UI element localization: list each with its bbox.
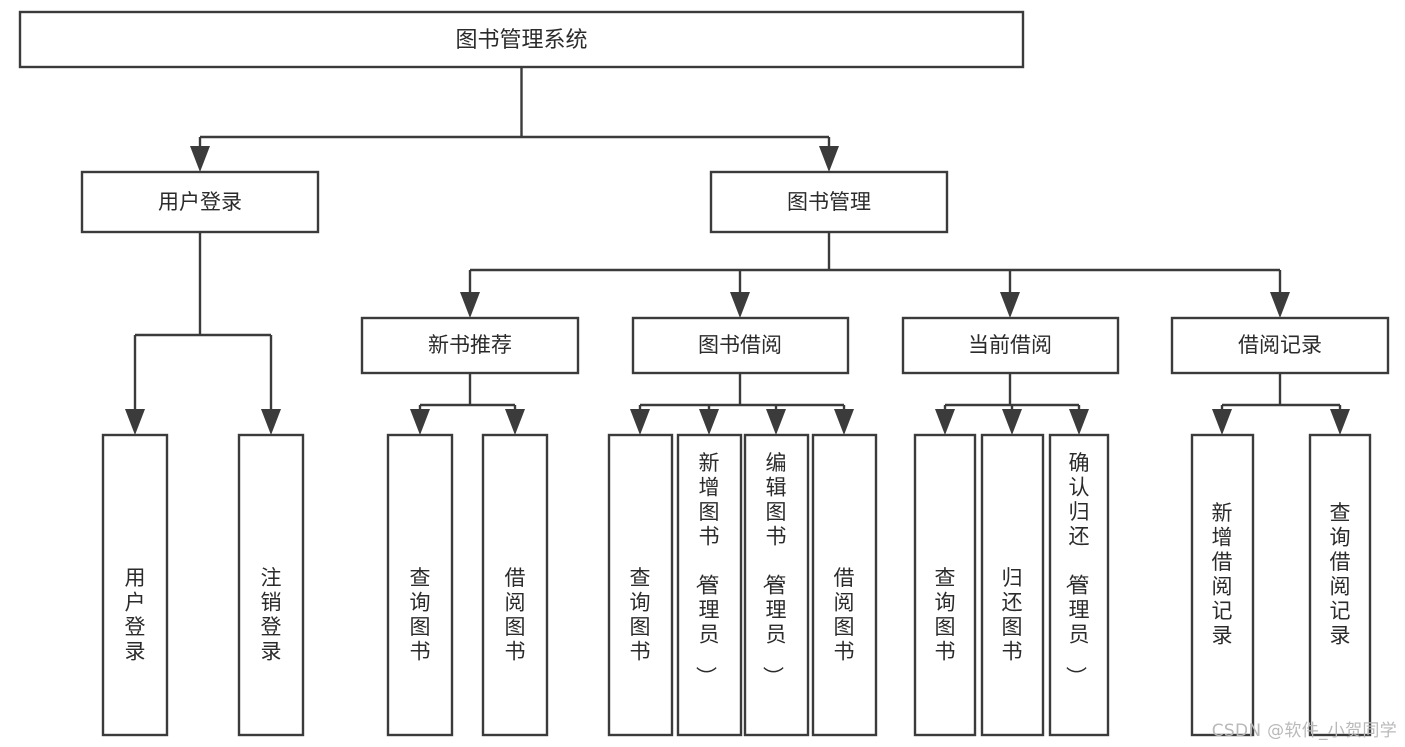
node-leaf-confirm-return-label: 确认归还（管理员）	[1064, 451, 1090, 687]
node-leaf-query-borrow-record[interactable]: 查询借阅记录	[1308, 433, 1372, 737]
node-new-book-recommend[interactable]: 新书推荐	[360, 316, 580, 375]
arrow-to-leaf-add-book	[699, 409, 719, 435]
node-leaf-confirm-return[interactable]: 确认归还（管理员）	[1048, 433, 1110, 737]
arrow-root-to-book-management	[819, 146, 839, 172]
node-leaf-borrow-book[interactable]: 借阅图书	[811, 433, 878, 737]
node-leaf-query-book-borrow[interactable]: 查询图书	[607, 433, 674, 737]
csdn-watermark: CSDN @软件_小贺同学	[1211, 721, 1397, 741]
node-leaf-borrow-book-box[interactable]	[811, 433, 878, 737]
node-leaf-add-book[interactable]: 新增图书（管理员）	[676, 433, 743, 737]
node-new-book-recommend-box[interactable]	[360, 316, 580, 375]
node-leaf-add-borrow-record-box[interactable]	[1190, 433, 1255, 737]
arrow-to-new-book-recommend	[460, 292, 480, 318]
node-borrow-record-box[interactable]	[1170, 316, 1390, 375]
node-leaf-user-login-label: 用户登录	[125, 566, 146, 664]
node-book-management-box[interactable]	[709, 170, 949, 234]
arrow-to-leaf-borrow-book	[834, 409, 854, 435]
node-current-borrow-box[interactable]	[901, 316, 1120, 375]
node-user-login-label: 用户登录	[158, 190, 242, 214]
node-book-management[interactable]: 图书管理	[709, 170, 949, 234]
node-leaf-query-book-recommend-label: 查询图书	[410, 566, 431, 664]
arrow-to-current-borrow	[1000, 292, 1020, 318]
leaf-node-layer: 用户登录 注销登录 查询图书 借阅图书 查询图书 新增图书（管理员）	[101, 433, 1372, 737]
node-leaf-edit-book-label: 编辑图书（管理员）	[761, 451, 787, 687]
node-leaf-user-logout[interactable]: 注销登录	[237, 433, 305, 737]
node-leaf-query-borrow-record-box[interactable]	[1308, 433, 1372, 737]
node-leaf-user-login[interactable]: 用户登录	[101, 433, 169, 737]
node-leaf-add-borrow-record[interactable]: 新增借阅记录	[1190, 433, 1255, 737]
node-leaf-query-borrow-record-label: 查询借阅记录	[1330, 501, 1351, 648]
node-user-login[interactable]: 用户登录	[80, 170, 320, 234]
node-borrow-record[interactable]: 借阅记录	[1170, 316, 1390, 375]
node-book-borrow-label: 图书借阅	[698, 333, 782, 357]
node-leaf-borrow-book-recommend-box[interactable]	[481, 433, 549, 737]
node-book-management-label: 图书管理	[787, 190, 871, 214]
node-leaf-query-book-borrow-box[interactable]	[607, 433, 674, 737]
node-leaf-query-book-current-box[interactable]	[913, 433, 977, 737]
node-book-borrow-box[interactable]	[631, 316, 850, 375]
node-root-label: 图书管理系统	[455, 28, 587, 53]
node-leaf-add-borrow-record-label: 新增借阅记录	[1212, 501, 1233, 648]
node-leaf-query-book-recommend-box[interactable]	[386, 433, 454, 737]
arrow-to-leaf-query-borrow-record	[1330, 409, 1350, 435]
node-current-borrow-label: 当前借阅	[968, 333, 1052, 357]
node-leaf-query-book-current[interactable]: 查询图书	[913, 433, 977, 737]
node-leaf-borrow-book-recommend-label: 借阅图书	[505, 566, 526, 664]
node-leaf-query-book-borrow-label: 查询图书	[630, 566, 651, 664]
arrow-to-leaf-user-login	[125, 409, 145, 435]
arrow-to-leaf-query-book-borrow	[630, 409, 650, 435]
node-new-book-recommend-label: 新书推荐	[428, 333, 512, 357]
node-book-borrow[interactable]: 图书借阅	[631, 316, 850, 375]
node-leaf-borrow-book-recommend[interactable]: 借阅图书	[481, 433, 549, 737]
arrow-root-to-user-login	[190, 146, 210, 172]
node-user-login-box[interactable]	[80, 170, 320, 234]
node-leaf-return-book-label: 归还图书	[1002, 566, 1023, 664]
node-leaf-query-book-current-label: 查询图书	[935, 566, 956, 664]
arrow-to-leaf-user-logout	[261, 409, 281, 435]
arrow-to-leaf-query-book-recommend	[410, 409, 430, 435]
arrow-to-book-borrow	[730, 292, 750, 318]
node-root-box[interactable]	[18, 10, 1025, 69]
node-leaf-edit-book-box[interactable]	[743, 433, 810, 737]
arrow-to-leaf-return-book	[1002, 409, 1022, 435]
node-leaf-query-book-recommend[interactable]: 查询图书	[386, 433, 454, 737]
node-leaf-confirm-return-box[interactable]	[1048, 433, 1110, 737]
node-leaf-user-logout-label: 注销登录	[261, 566, 282, 664]
node-leaf-return-book[interactable]: 归还图书	[980, 433, 1045, 737]
arrow-to-leaf-add-borrow-record	[1212, 409, 1232, 435]
node-leaf-add-book-box[interactable]	[676, 433, 743, 737]
arrow-to-leaf-query-book-current	[935, 409, 955, 435]
node-root[interactable]: 图书管理系统	[18, 10, 1025, 69]
node-leaf-add-book-label: 新增图书（管理员）	[694, 451, 720, 687]
node-current-borrow[interactable]: 当前借阅	[901, 316, 1120, 375]
arrow-to-leaf-confirm-return	[1069, 409, 1089, 435]
arrow-to-leaf-edit-book	[766, 409, 786, 435]
node-leaf-borrow-book-label: 借阅图书	[834, 566, 855, 664]
node-leaf-return-book-box[interactable]	[980, 433, 1045, 737]
node-borrow-record-label: 借阅记录	[1238, 333, 1322, 357]
arrow-to-leaf-borrow-book-recommend	[505, 409, 525, 435]
arrow-to-borrow-record	[1270, 292, 1290, 318]
connector-layer	[125, 67, 1350, 435]
node-leaf-user-login-box[interactable]	[101, 433, 169, 737]
node-leaf-user-logout-box[interactable]	[237, 433, 305, 737]
node-leaf-edit-book[interactable]: 编辑图书（管理员）	[743, 433, 810, 737]
